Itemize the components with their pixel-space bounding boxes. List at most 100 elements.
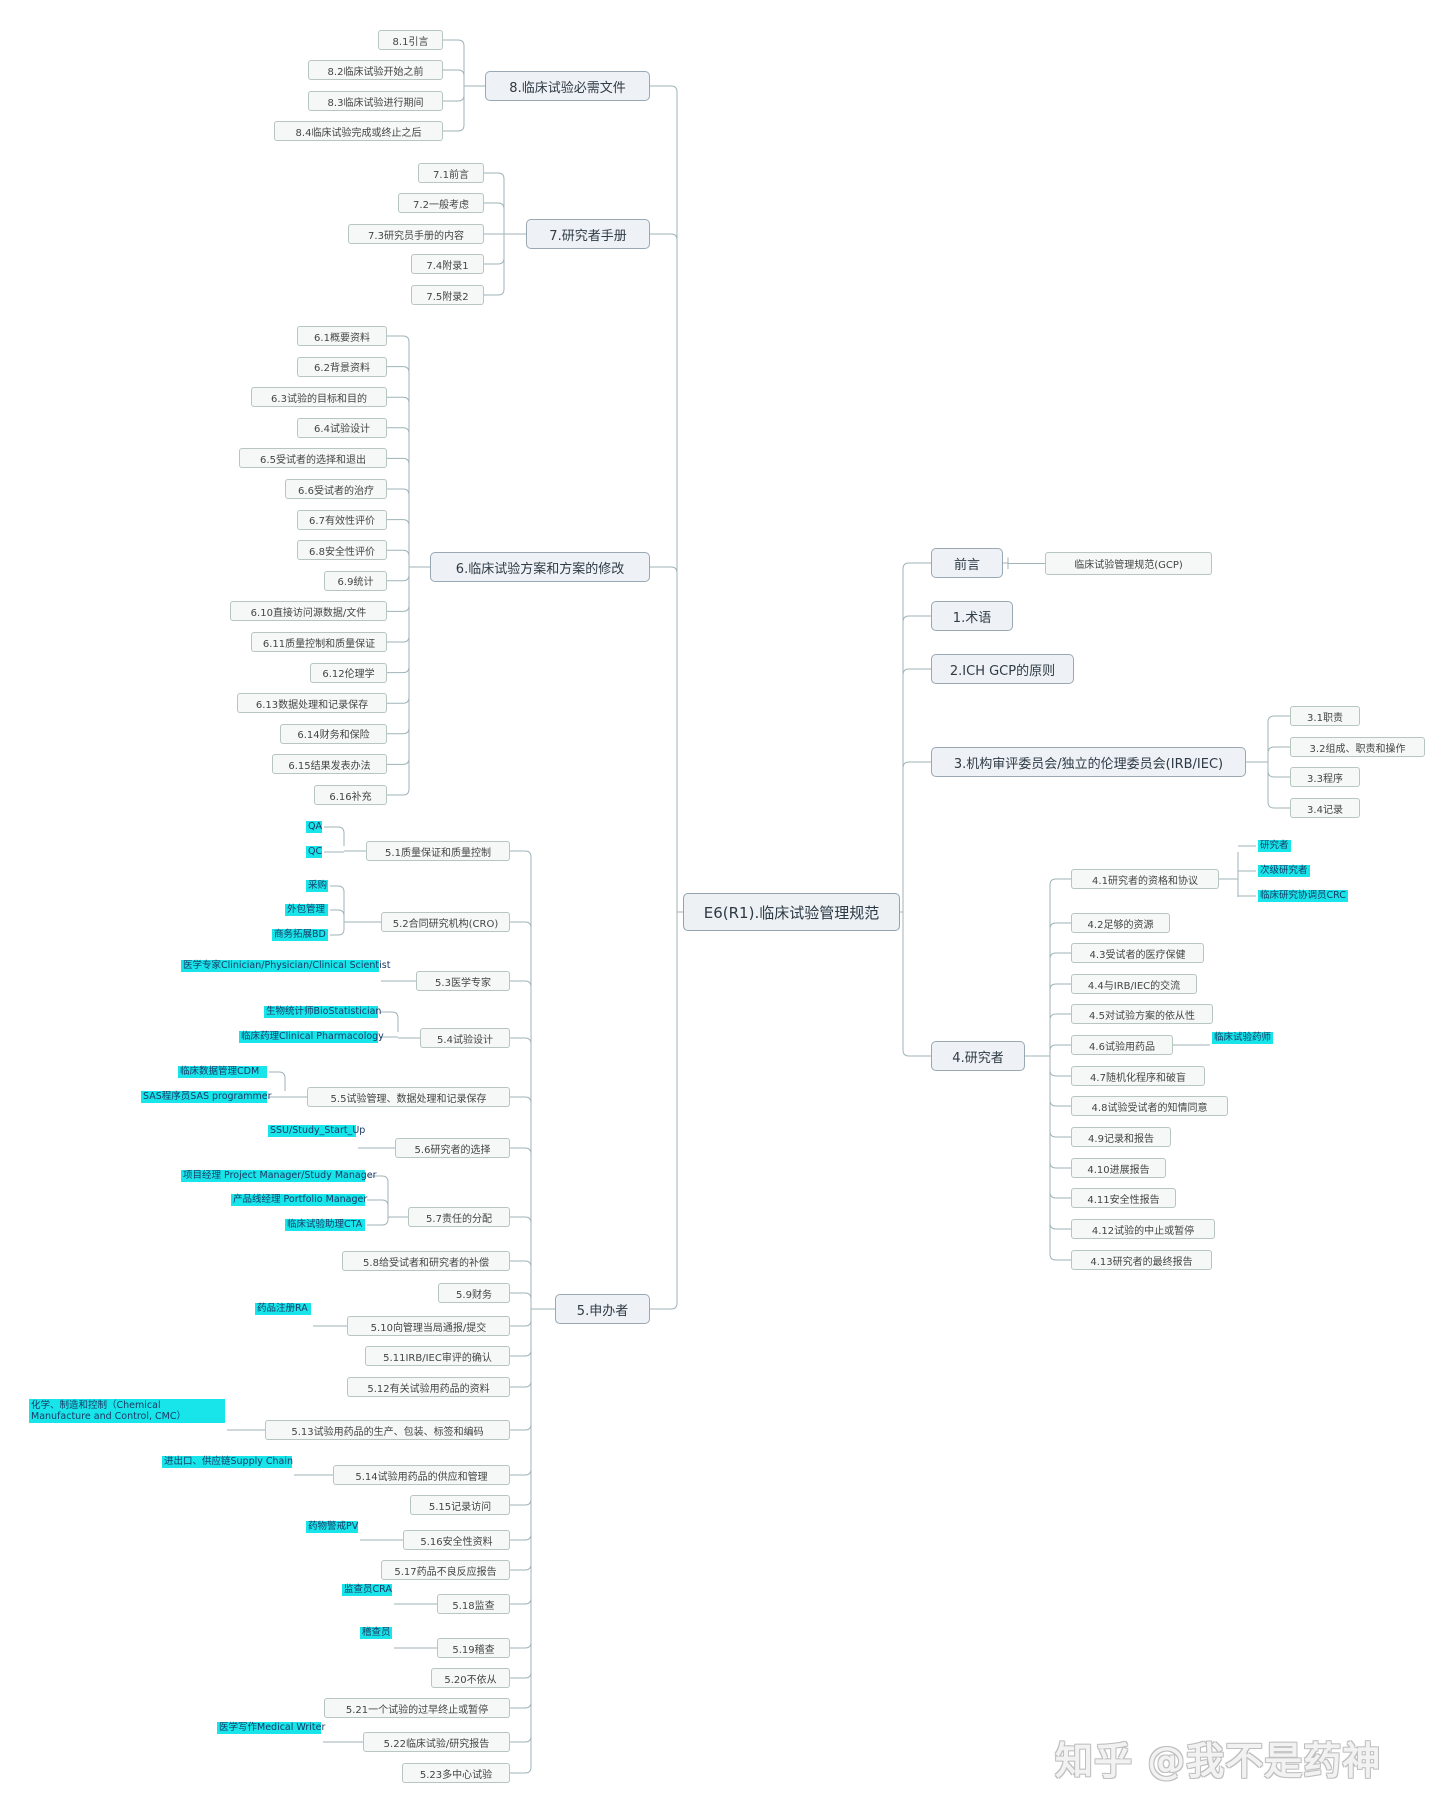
- root-node[interactable]: E6(R1).临床试验管理规范: [683, 893, 900, 931]
- irb-link: [1267, 801, 1290, 809]
- essential-docs-1[interactable]: 8.1引言: [378, 30, 443, 50]
- investigator-6[interactable]: 4.6试验用药品: [1071, 1035, 1173, 1055]
- sponsor-23[interactable]: 5.23多中心试验: [402, 1763, 510, 1783]
- tag-4-1-2: 次级研究者: [1258, 865, 1310, 877]
- ib-4[interactable]: 7.4附录1: [411, 254, 484, 274]
- sponsor-19[interactable]: 5.19稽查: [437, 1638, 510, 1658]
- protocol-7[interactable]: 6.7有效性评价: [297, 509, 387, 530]
- protocol-6[interactable]: 6.6受试者的治疗: [285, 479, 387, 499]
- essential-docs-2[interactable]: 8.2临床试验开始之前: [308, 60, 443, 80]
- protocol-8[interactable]: 6.8安全性评价: [297, 540, 387, 561]
- ib-3[interactable]: 7.3研究员手册的内容: [348, 224, 484, 244]
- sponsor-14[interactable]: 5.14试验用药品的供应和管理: [333, 1465, 510, 1485]
- sponsor-link: [510, 980, 532, 988]
- sponsor-17[interactable]: 5.17药品不良反应报告: [381, 1560, 510, 1580]
- sponsor-11[interactable]: 5.11IRB/IEC审评的确认: [365, 1346, 510, 1366]
- protocol-16[interactable]: 6.16补充: [314, 785, 387, 805]
- sponsor-link: [510, 1563, 532, 1571]
- protocol-13[interactable]: 6.13数据处理和记录保存: [237, 693, 387, 714]
- branch-preface[interactable]: 前言: [931, 548, 1003, 578]
- sponsor-link: [510, 1423, 532, 1431]
- protocol-10[interactable]: 6.10直接访问源数据/文件: [230, 601, 387, 622]
- sponsor-link: [510, 1380, 532, 1388]
- essential-docs-link: [443, 94, 465, 102]
- protocol-11[interactable]: 6.11质量控制和质量保证: [251, 632, 387, 652]
- investigator-5[interactable]: 4.5对试验方案的依从性: [1071, 1004, 1213, 1024]
- branch-terms[interactable]: 1.术语: [931, 601, 1013, 631]
- ib-1[interactable]: 7.1前言: [418, 163, 484, 183]
- protocol-15[interactable]: 6.15结果发表办法: [272, 754, 387, 775]
- preface-gcp[interactable]: 临床试验管理规范(GCP): [1045, 552, 1212, 575]
- protocol-1[interactable]: 6.1概要资料: [297, 326, 387, 346]
- sponsor-3[interactable]: 5.3医学专家: [416, 971, 510, 991]
- investigator-2[interactable]: 4.2足够的资源: [1071, 913, 1170, 933]
- investigator-link: [1049, 1161, 1071, 1169]
- sponsor-7[interactable]: 5.7责任的分配: [408, 1207, 510, 1227]
- protocol-link: [387, 635, 410, 643]
- investigator-4[interactable]: 4.4与IRB/IEC的交流: [1071, 974, 1197, 994]
- tag-link: [324, 826, 345, 834]
- sponsor-16[interactable]: 5.16安全性资料: [403, 1530, 510, 1550]
- protocol-5[interactable]: 6.5受试者的选择和退出: [239, 448, 387, 469]
- sponsor-12[interactable]: 5.12有关试验用药品的资料: [347, 1377, 510, 1397]
- investigator-13[interactable]: 4.13研究者的最终报告: [1071, 1250, 1212, 1270]
- tag-5-1-1: QA: [306, 821, 322, 833]
- branch-irb[interactable]: 3.机构审评委员会/独立的伦理委员会(IRB/IEC): [931, 747, 1246, 777]
- investigator-11[interactable]: 4.11安全性报告: [1071, 1188, 1176, 1208]
- tag-5-4-2: 临床药理Clinical Pharmacology: [239, 1031, 384, 1043]
- sponsor-21[interactable]: 5.21一个试验的过早终止或暂停: [324, 1698, 510, 1718]
- sponsor-20[interactable]: 5.20不依从: [431, 1668, 510, 1688]
- protocol-14[interactable]: 6.14财务和保险: [280, 723, 387, 744]
- ib-2[interactable]: 7.2一般考虑: [398, 193, 484, 213]
- branch-essential-docs[interactable]: 8.临床试验必需文件: [485, 71, 650, 101]
- protocol-2[interactable]: 6.2背景资料: [297, 356, 387, 377]
- sponsor-18[interactable]: 5.18监查: [437, 1594, 510, 1614]
- sponsor-8[interactable]: 5.8给受试者和研究者的补偿: [342, 1251, 510, 1271]
- essential-docs-4[interactable]: 8.4临床试验完成或终止之后: [274, 121, 443, 141]
- branch-principles[interactable]: 2.ICH GCP的原则: [931, 654, 1074, 684]
- protocol-9[interactable]: 6.9统计: [324, 570, 387, 591]
- sponsor-15[interactable]: 5.15记录访问: [410, 1495, 510, 1515]
- essential-docs-link: [443, 69, 465, 77]
- irb-4[interactable]: 3.4记录: [1290, 798, 1360, 818]
- investigator-12[interactable]: 4.12试验的中止或暂停: [1071, 1219, 1215, 1239]
- protocol-4[interactable]: 6.4试验设计: [297, 417, 387, 438]
- sponsor-6[interactable]: 5.6研究者的选择: [395, 1138, 510, 1158]
- root-left-link: [650, 233, 678, 241]
- investigator-link: [1049, 1253, 1071, 1261]
- investigator-7[interactable]: 4.7随机化程序和破盲: [1071, 1066, 1205, 1086]
- tag-link: [269, 1071, 286, 1079]
- root-right-link: [902, 668, 931, 676]
- protocol-link: [387, 697, 410, 704]
- investigator-8[interactable]: 4.8试验受试者的知情同意: [1071, 1096, 1228, 1116]
- irb-2[interactable]: 3.2组成、职责和操作: [1290, 737, 1425, 757]
- investigator-link: [1049, 1130, 1071, 1138]
- investigator-9[interactable]: 4.9记录和报告: [1071, 1127, 1171, 1147]
- sponsor-9[interactable]: 5.9财务: [438, 1283, 510, 1303]
- branch-sponsor[interactable]: 5.申办者: [555, 1294, 650, 1324]
- sponsor-22[interactable]: 5.22临床试验/研究报告: [363, 1732, 510, 1752]
- irb-1[interactable]: 3.1职责: [1290, 706, 1360, 726]
- root-left-link: [650, 85, 678, 93]
- branch-investigator[interactable]: 4.研究者: [931, 1041, 1025, 1071]
- investigator-10[interactable]: 4.10进展报告: [1071, 1158, 1166, 1178]
- sponsor-link: [510, 1216, 532, 1224]
- irb-3[interactable]: 3.3程序: [1290, 767, 1360, 787]
- protocol-3[interactable]: 6.3试验的目标和目的: [251, 387, 387, 408]
- protocol-link: [387, 335, 410, 343]
- sponsor-2[interactable]: 5.2合同研究机构(CRO): [381, 912, 510, 932]
- sponsor-link: [510, 1597, 532, 1605]
- sponsor-10[interactable]: 5.10向管理当局通报/提交: [347, 1316, 510, 1336]
- sponsor-1[interactable]: 5.1质量保证和质量控制: [366, 841, 510, 861]
- essential-docs-3[interactable]: 8.3临床试验进行期间: [308, 91, 443, 111]
- tag-5-7-1: 项目经理 Project Manager/Study Manager: [181, 1170, 377, 1182]
- branch-ib[interactable]: 7.研究者手册: [526, 219, 650, 249]
- sponsor-5[interactable]: 5.5试验管理、数据处理和记录保存: [307, 1087, 510, 1107]
- branch-protocol[interactable]: 6.临床试验方案和方案的修改: [430, 552, 650, 582]
- protocol-12[interactable]: 6.12伦理学: [310, 662, 387, 683]
- sponsor-4[interactable]: 5.4试验设计: [420, 1028, 510, 1048]
- sponsor-13[interactable]: 5.13试验用药品的生产、包装、标签和编码: [265, 1420, 510, 1440]
- ib-5[interactable]: 7.5附录2: [411, 285, 484, 305]
- investigator-1[interactable]: 4.1研究者的资格和协议: [1071, 869, 1219, 889]
- investigator-3[interactable]: 4.3受试者的医疗保健: [1071, 943, 1204, 963]
